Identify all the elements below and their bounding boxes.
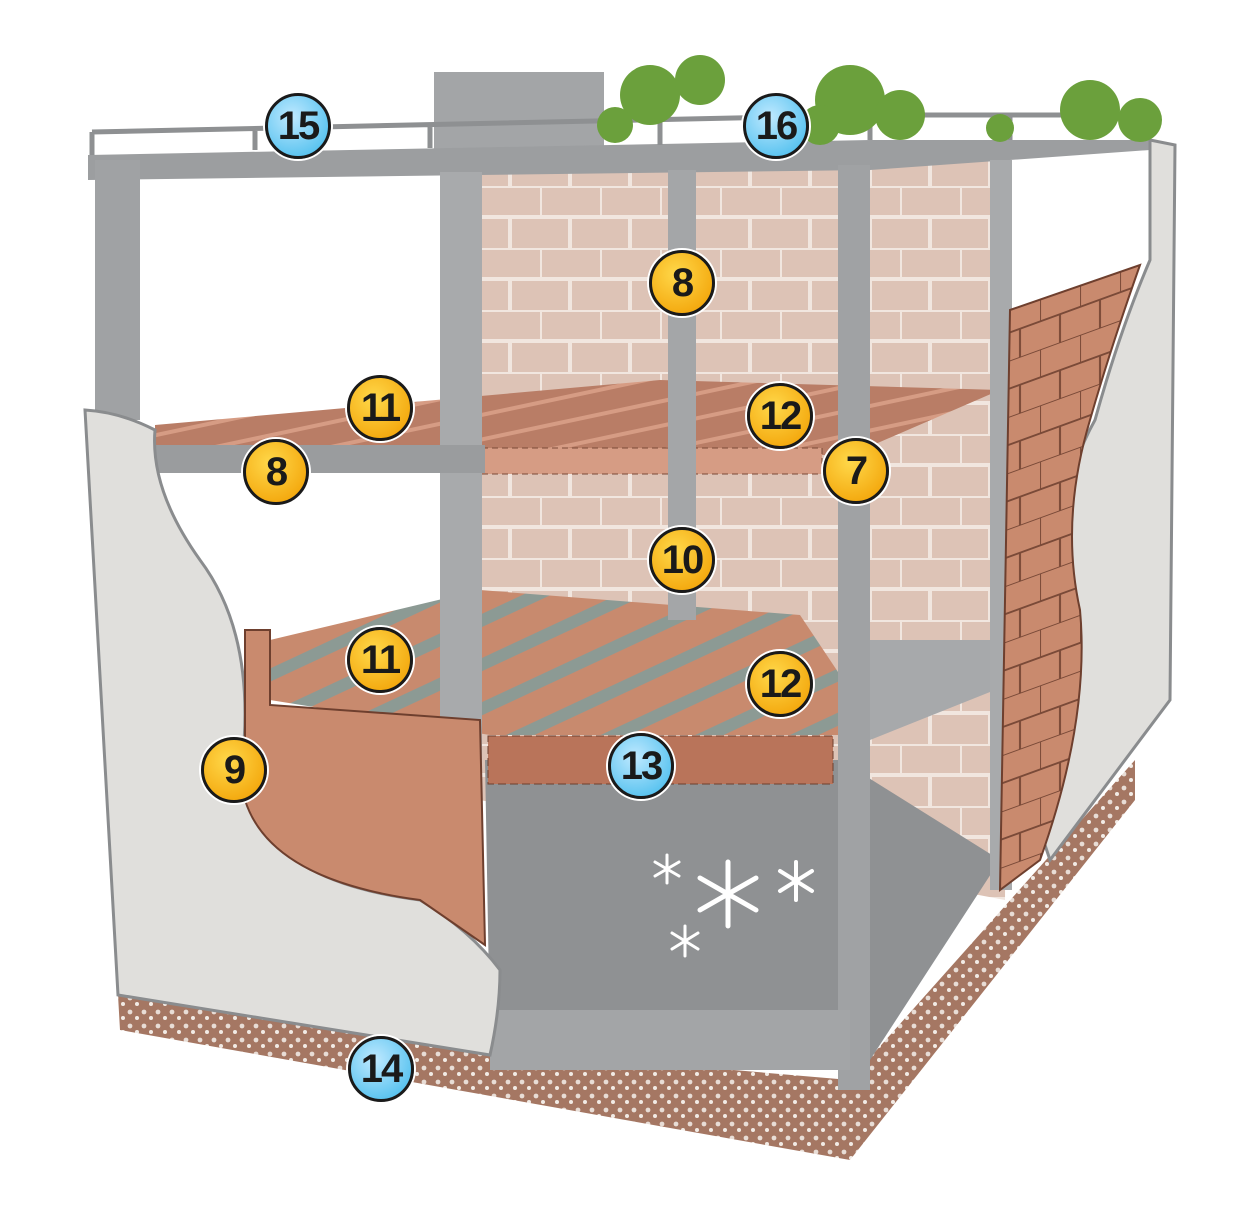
badge-16: 16	[743, 93, 809, 159]
column-middle	[440, 172, 482, 820]
badge-11-lower: 11	[347, 627, 413, 693]
badge-8-upper: 8	[649, 250, 715, 316]
badge-15: 15	[265, 93, 331, 159]
column-left	[95, 160, 140, 420]
column-front-right	[838, 165, 870, 1090]
beam-upper	[155, 445, 485, 473]
badge-12-lower: 12	[747, 651, 813, 717]
lower-floor-slab	[270, 590, 880, 735]
beam-base	[490, 1010, 850, 1070]
left-brick-section	[244, 629, 487, 947]
badge-12-upper: 12	[747, 383, 813, 449]
badge-10: 10	[649, 527, 715, 593]
side-floor-slab	[850, 640, 995, 740]
roof-slab	[88, 140, 1150, 180]
badge-14: 14	[348, 1036, 414, 1102]
ground-floor	[485, 760, 1000, 1060]
right-brick-wall	[998, 263, 1142, 893]
badge-13: 13	[608, 733, 674, 799]
badge-11-upper: 11	[347, 375, 413, 441]
badge-8-beam: 8	[243, 439, 309, 505]
plant-icon	[597, 55, 1162, 145]
slab-blocks-upper	[481, 447, 823, 475]
badge-9: 9	[201, 737, 267, 803]
snowflake-icon	[653, 853, 814, 958]
rooftop-parapet	[434, 72, 604, 152]
badge-7: 7	[823, 438, 889, 504]
